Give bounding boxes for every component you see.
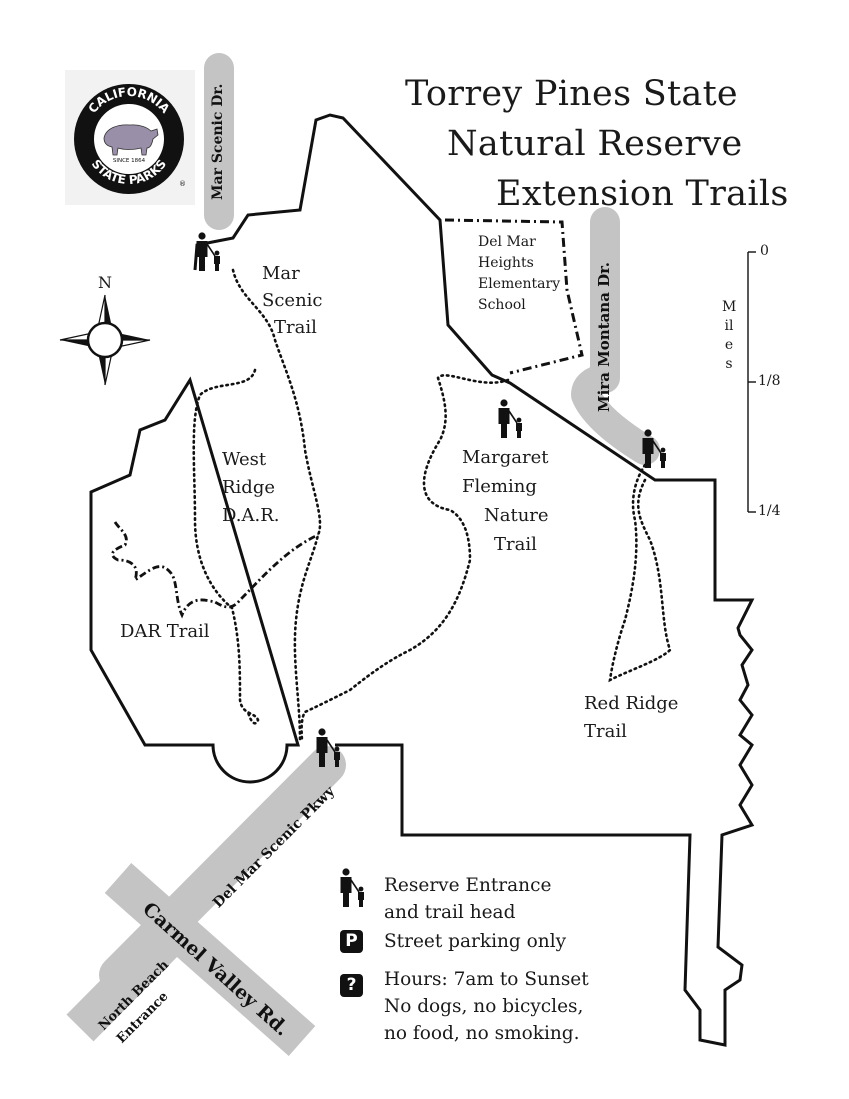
red-ridge-label-line: Trail <box>584 721 627 742</box>
info-icon: ? <box>340 974 363 997</box>
map-title-line-3: Extension Trails <box>496 174 789 214</box>
dar-trail-path <box>111 521 319 619</box>
school-label: Del Mar Heights Elementary School <box>478 232 560 316</box>
margaret-fleming-label-line: Margaret <box>462 447 549 468</box>
scale-unit-label: Miles <box>722 299 737 372</box>
legend-info-line: no food, no smoking. <box>384 1023 580 1044</box>
west-ridge-label-line: West <box>222 449 267 470</box>
entrance-icon-margaret-fleming <box>497 398 523 439</box>
trails <box>192 268 672 744</box>
legend-entrance-line: Reserve Entrance <box>384 875 552 896</box>
mira-montana-dr-label: Mira Montana Dr. <box>595 262 613 412</box>
grizzly-bear-icon <box>103 124 159 156</box>
legend-parking-text: Street parking only <box>384 931 567 952</box>
compass-north-label: N <box>98 273 112 292</box>
margaret-fleming-label-line: Fleming <box>462 476 537 497</box>
entrance-icon-mar-scenic <box>195 231 221 272</box>
mira-montana-dr-road <box>571 207 660 465</box>
mar-scenic-trail-label-line: Scenic <box>262 290 323 311</box>
scale-tick-1-8: 1/8 <box>758 373 781 389</box>
red-ridge-label-line: Red Ridge <box>584 693 679 714</box>
carmel-valley-rd-road <box>104 863 316 1056</box>
reserve-boundary <box>89 113 755 1047</box>
school-label-line: School <box>478 297 526 313</box>
mar-scenic-trail-path <box>231 268 322 742</box>
mar-scenic-trail-label: Mar Scenic Trail <box>262 260 323 341</box>
legend-entrance-text: Reserve Entrance and trail head <box>384 872 551 926</box>
school-label-line: Heights <box>478 255 534 271</box>
west-ridge-label-line: Ridge <box>222 477 276 498</box>
school-boundary <box>444 218 584 375</box>
west-ridge-loop-path <box>192 368 260 725</box>
compass-rose-icon <box>59 294 151 386</box>
school-label-line: Elementary <box>478 276 561 292</box>
legend-info-line: Hours: 7am to Sunset <box>384 969 589 990</box>
map-title-line-1: Torrey Pines State <box>405 74 738 114</box>
red-ridge-trail-path <box>608 463 672 683</box>
scale-tick-0: 0 <box>760 243 769 259</box>
legend-info-line: No dogs, no bicycles, <box>384 996 584 1017</box>
margaret-fleming-label-line: Nature <box>484 505 549 526</box>
map-title-line-2: Natural Reserve <box>447 124 743 164</box>
legend-info-text: Hours: 7am to Sunset No dogs, no bicycle… <box>384 966 589 1047</box>
school-label-line: Del Mar <box>478 234 536 250</box>
legend-entrance-icon <box>339 867 365 908</box>
roads <box>66 53 660 1056</box>
mar-scenic-trail-label-line: Trail <box>274 317 317 338</box>
mar-scenic-trail-label-line: Mar <box>262 263 300 284</box>
margaret-fleming-label-line: Trail <box>494 534 537 555</box>
scale-tick-1-4: 1/4 <box>758 503 781 519</box>
scale-bar <box>747 251 756 513</box>
west-ridge-label: West Ridge D.A.R. <box>222 446 280 530</box>
margaret-fleming-trail-label: Margaret Fleming Nature Trail <box>462 443 549 559</box>
logo-registered-mark: ® <box>179 180 186 188</box>
red-ridge-trail-label: Red Ridge Trail <box>584 690 678 746</box>
mar-scenic-dr-label: Mar Scenic Dr. <box>210 83 226 200</box>
california-state-parks-logo: CALIFORNIA STATE PARKS SINCE 1864 ® <box>65 70 195 205</box>
dar-trail-label: DAR Trail <box>120 621 210 642</box>
parking-icon: P <box>340 930 363 953</box>
logo-since-text: SINCE 1864 <box>113 158 146 164</box>
legend-entrance-line: and trail head <box>384 902 516 923</box>
margaret-fleming-trail-path <box>300 374 510 744</box>
west-ridge-label-line: D.A.R. <box>222 505 280 526</box>
